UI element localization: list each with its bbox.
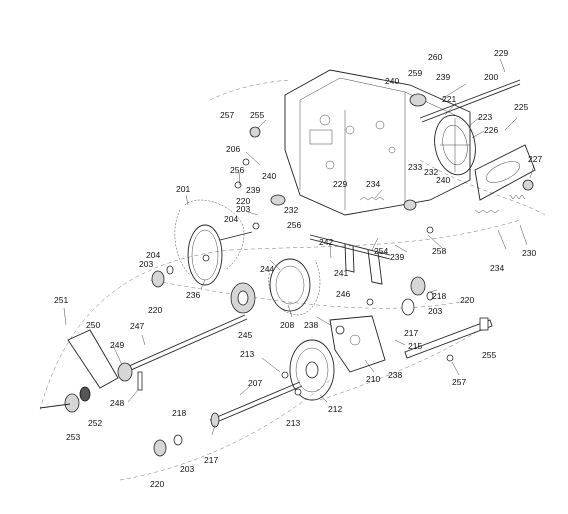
- label-244: 244: [260, 264, 274, 274]
- label-220: 220: [236, 196, 250, 206]
- label-203: 203: [236, 204, 250, 214]
- label-254: 254: [374, 246, 388, 256]
- label-238: 238: [304, 320, 318, 330]
- label-251: 251: [54, 295, 68, 305]
- label-232: 232: [424, 167, 438, 177]
- label-233: 233: [408, 162, 422, 172]
- label-223: 223: [478, 112, 492, 122]
- label-227: 227: [528, 154, 542, 164]
- label-258: 258: [432, 246, 446, 256]
- label-240: 240: [262, 171, 276, 181]
- label-230: 230: [522, 248, 536, 258]
- label-212: 212: [328, 404, 342, 414]
- label-250: 250: [86, 320, 100, 330]
- label-221: 221: [442, 94, 456, 104]
- hub-245: [230, 282, 256, 314]
- label-239: 239: [246, 185, 260, 195]
- impeller-wheel: [434, 114, 476, 176]
- label-208: 208: [280, 320, 294, 330]
- label-220: 220: [150, 479, 164, 489]
- label-234: 234: [366, 179, 380, 189]
- shaft-241: [309, 234, 391, 285]
- lever-255: [404, 317, 493, 359]
- label-259: 259: [408, 68, 422, 78]
- label-248: 248: [110, 398, 124, 408]
- label-240: 240: [385, 76, 399, 86]
- label-217: 217: [404, 328, 418, 338]
- small-parts: [151, 93, 534, 457]
- bracket-210: [329, 315, 386, 373]
- label-204: 204: [146, 250, 160, 260]
- arm-250: [39, 329, 143, 413]
- label-217: 217: [204, 455, 218, 465]
- label-203: 203: [139, 259, 153, 269]
- shaft-243: [119, 314, 248, 375]
- frame-housing: [284, 69, 471, 216]
- label-240: 240: [436, 175, 450, 185]
- label-213: 213: [286, 418, 300, 428]
- part-labels: 200 201 203 203 203 203 204 204 206 207 …: [54, 48, 542, 489]
- label-215: 215: [408, 341, 422, 351]
- sprocket-236: [187, 224, 253, 286]
- label-255: 255: [482, 350, 496, 360]
- label-241: 241: [334, 268, 348, 278]
- label-255: 255: [250, 110, 264, 120]
- label-253: 253: [66, 432, 80, 442]
- label-229: 229: [494, 48, 508, 58]
- label-210: 210: [366, 374, 380, 384]
- label-236: 236: [186, 290, 200, 300]
- pulley-212: [289, 339, 335, 401]
- shaft-207: [209, 381, 303, 428]
- label-200: 200: [484, 72, 498, 82]
- label-220: 220: [148, 305, 162, 315]
- label-242: 242: [319, 237, 333, 247]
- label-203: 203: [428, 306, 442, 316]
- sprocket-244: [268, 258, 321, 316]
- label-257: 257: [452, 377, 466, 387]
- label-239: 239: [436, 72, 450, 82]
- springs: [359, 194, 526, 214]
- label-226: 226: [484, 125, 498, 135]
- label-249: 249: [110, 340, 124, 350]
- label-229: 229: [333, 179, 347, 189]
- label-246: 246: [336, 289, 350, 299]
- label-257: 257: [220, 110, 234, 120]
- label-207: 207: [248, 378, 262, 388]
- label-225: 225: [514, 102, 528, 112]
- shaft-200: [419, 79, 521, 123]
- label-260: 260: [428, 52, 442, 62]
- alignment-lines: [39, 79, 546, 481]
- chain-201: [174, 199, 245, 276]
- label-220: 220: [460, 295, 474, 305]
- leader-lines: [63, 58, 535, 436]
- label-239: 239: [390, 252, 404, 262]
- label-218: 218: [432, 291, 446, 301]
- label-218: 218: [172, 408, 186, 418]
- label-238: 238: [388, 370, 402, 380]
- label-256: 256: [230, 165, 244, 175]
- label-201: 201: [176, 184, 190, 194]
- label-252: 252: [88, 418, 102, 428]
- label-204: 204: [224, 214, 238, 224]
- label-206: 206: [226, 144, 240, 154]
- label-234: 234: [490, 263, 504, 273]
- right-plate: [474, 144, 536, 201]
- label-213: 213: [240, 349, 254, 359]
- label-232: 232: [284, 205, 298, 215]
- label-203: 203: [180, 464, 194, 474]
- label-245: 245: [238, 330, 252, 340]
- label-256: 256: [287, 220, 301, 230]
- label-247: 247: [130, 321, 144, 331]
